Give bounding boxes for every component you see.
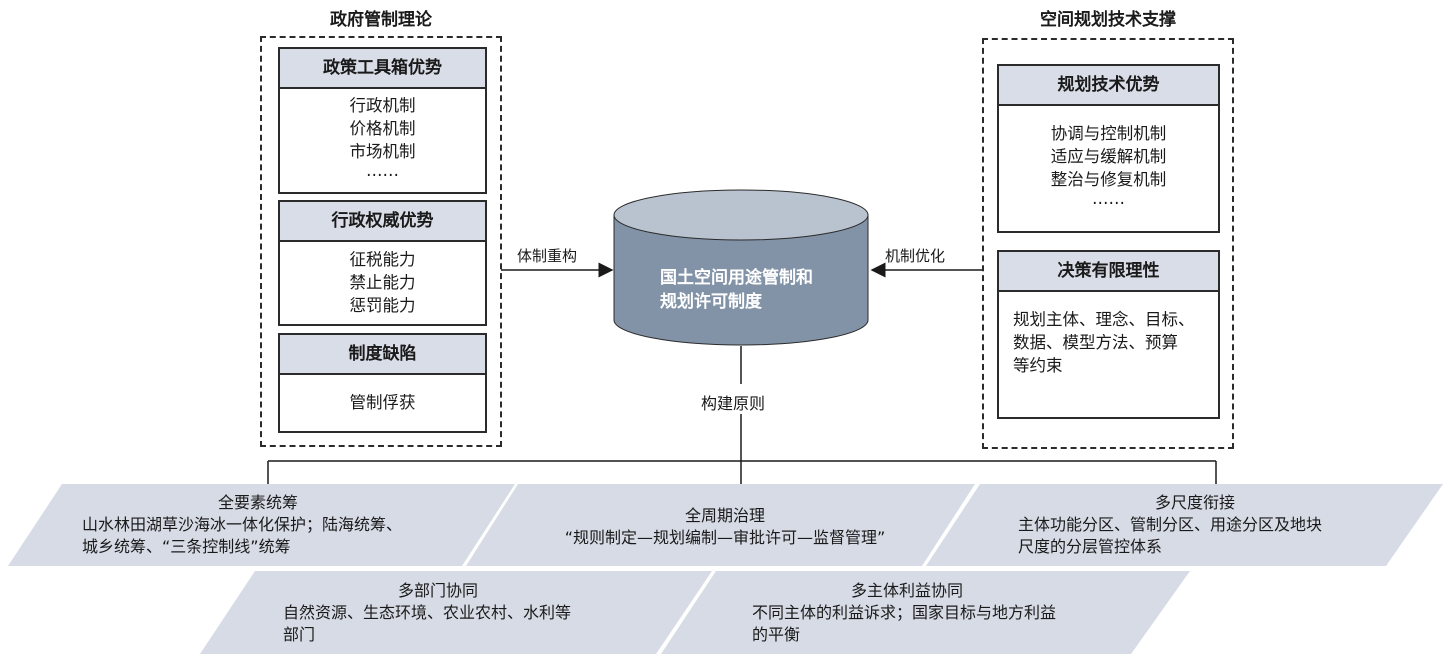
principle-shape-5	[661, 571, 1190, 654]
bounded-rationality-header: 决策有限理性	[999, 252, 1218, 292]
principle-3: 多尺度衔接 主体功能分区、管制分区、用途分区及地块 尺度的分层管控体系	[1010, 492, 1430, 558]
principle-line: “规则制定—规划编制—审批许可—监督管理”	[564, 528, 886, 547]
principle-title: 全要素统筹	[217, 493, 298, 512]
admin-authority-header: 行政权威优势	[280, 202, 485, 242]
principle-title: 全周期治理	[684, 506, 765, 525]
principle-line: 主体功能分区、管制分区、用途分区及地块	[1018, 515, 1323, 534]
institution-defect-box: 制度缺陷 管制俘获	[278, 333, 487, 433]
principle-line: 尺度的分层管控体系	[1018, 537, 1163, 556]
policy-toolbox-body: 行政机制 价格机制 市场机制 ……	[280, 89, 485, 179]
box-line: 管制俘获	[349, 393, 416, 412]
principle-shape-3	[926, 484, 1443, 566]
bounded-rationality-box: 决策有限理性 规划主体、理念、目标、 数据、模型方法、预算 等约束	[997, 250, 1220, 419]
center-cylinder	[613, 189, 869, 346]
right-panel	[982, 38, 1234, 449]
principle-4: 多部门协同 自然资源、生态环境、农业农村、水利等 部门	[283, 580, 683, 646]
principle-shape-1	[8, 484, 515, 566]
principle-1: 全要素统筹 山水林田湖草沙海冰一体化保护；陆海统筹、 城乡统筹、“三条控制线”统…	[58, 492, 498, 558]
bottom-connector-label: 构建原则	[701, 390, 766, 414]
planning-tech-box: 规划技术优势 协调与控制机制 适应与缓解机制 整治与修复机制 ……	[997, 64, 1220, 233]
principle-line: 不同主体的利益诉求；国家目标与地方利益	[752, 603, 1057, 622]
institution-defect-header: 制度缺陷	[280, 335, 485, 375]
principle-line: 的平衡	[752, 625, 801, 644]
bounded-rationality-body: 规划主体、理念、目标、 数据、模型方法、预算 等约束	[999, 292, 1218, 377]
principle-line: 山水林田湖草沙海冰一体化保护；陆海统筹、	[82, 515, 403, 534]
center-title-line: 国土空间用途管制和	[660, 268, 813, 288]
left-panel	[260, 36, 502, 447]
box-line: 数据、模型方法、预算	[1013, 333, 1178, 352]
planning-tech-body: 协调与控制机制 适应与缓解机制 整治与修复机制 ……	[999, 106, 1218, 207]
principle-line: 自然资源、生态环境、农业农村、水利等	[283, 603, 572, 622]
principle-line: 部门	[283, 625, 316, 644]
box-line: ……	[1092, 189, 1125, 208]
admin-authority-body: 征税能力 禁止能力 惩罚能力	[280, 242, 485, 317]
principle-shape-2	[466, 484, 975, 566]
box-line: ……	[366, 161, 399, 180]
admin-authority-box: 行政权威优势 征税能力 禁止能力 惩罚能力	[278, 200, 487, 326]
principle-shape-4	[200, 571, 712, 654]
box-line: 市场机制	[349, 142, 416, 161]
box-line: 价格机制	[349, 119, 416, 138]
policy-toolbox-header: 政策工具箱优势	[280, 49, 485, 89]
right-arrow-label: 机制优化	[885, 247, 946, 265]
box-line: 等约束	[1013, 356, 1063, 375]
left-panel-title: 政府管制理论	[330, 10, 432, 30]
planning-tech-header: 规划技术优势	[999, 66, 1218, 106]
principle-2: 全周期治理 “规则制定—规划编制—审批许可—监督管理”	[520, 505, 930, 549]
left-arrow-label: 体制重构	[517, 247, 578, 265]
box-line: 规划主体、理念、目标、	[1013, 310, 1195, 329]
institution-defect-body: 管制俘获	[280, 375, 485, 414]
box-line: 行政机制	[349, 96, 416, 115]
principle-5: 多主体利益协同 不同主体的利益诉求；国家目标与地方利益 的平衡	[752, 580, 1152, 646]
principle-line: 城乡统筹、“三条控制线”统筹	[82, 537, 291, 556]
box-line: 协调与控制机制	[1050, 124, 1167, 143]
box-line: 征税能力	[349, 250, 416, 269]
principle-title: 多部门协同	[397, 581, 478, 600]
box-line: 整治与修复机制	[1050, 170, 1167, 189]
box-line: 适应与缓解机制	[1050, 147, 1167, 166]
center-title: 国土空间用途管制和 规划许可制度	[660, 266, 860, 314]
center-title-line: 规划许可制度	[660, 292, 762, 312]
right-panel-title: 空间规划技术支撑	[1040, 10, 1176, 30]
box-line: 惩罚能力	[349, 296, 416, 315]
policy-toolbox-box: 政策工具箱优势 行政机制 价格机制 市场机制 ……	[278, 47, 487, 194]
principle-title: 多主体利益协同	[850, 581, 963, 600]
principle-title: 多尺度衔接	[1154, 493, 1235, 512]
box-line: 禁止能力	[349, 273, 416, 292]
